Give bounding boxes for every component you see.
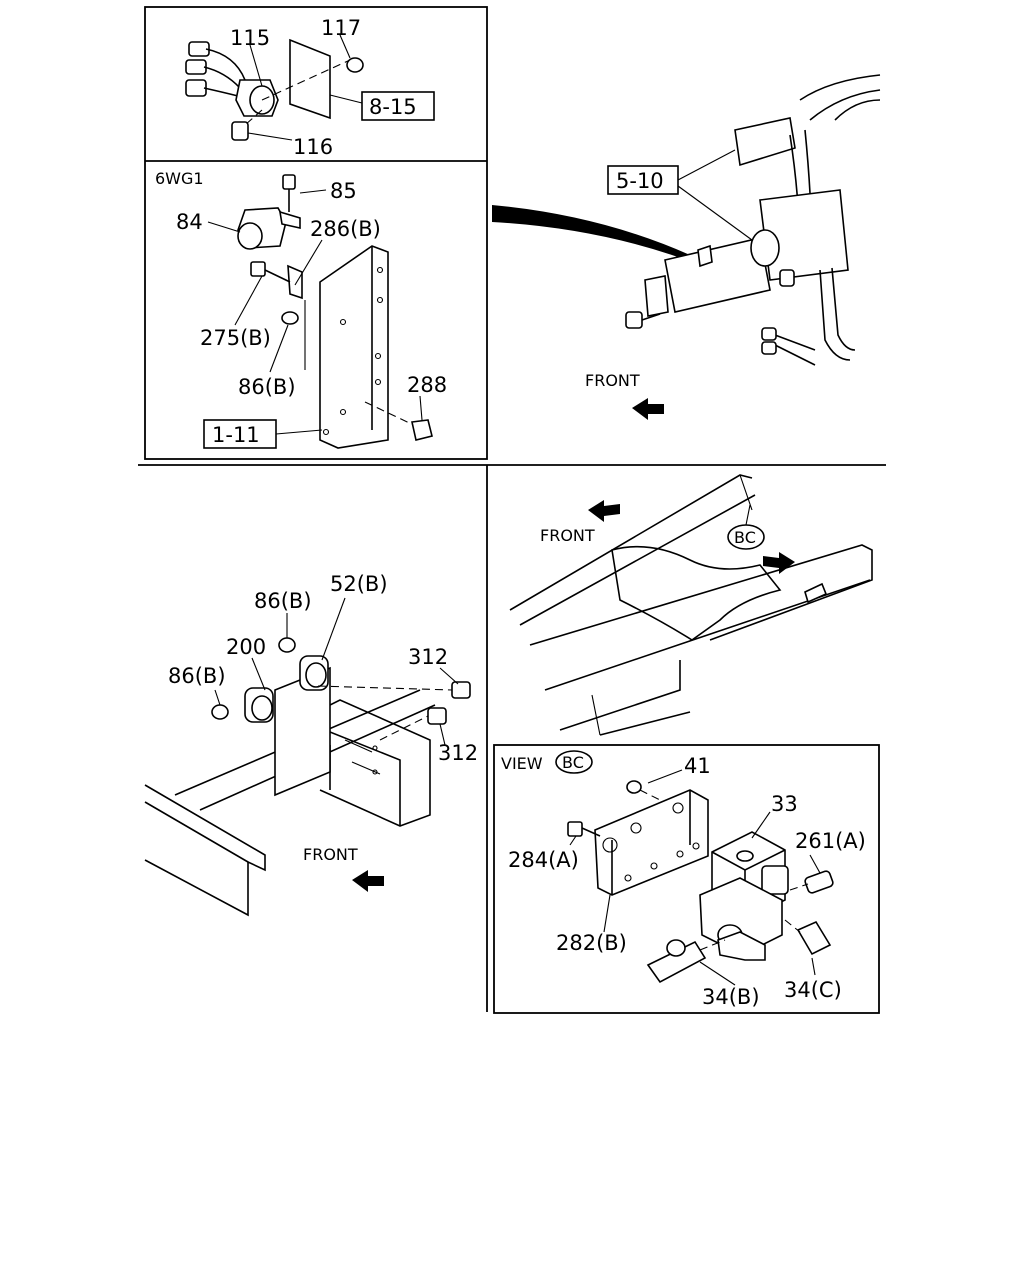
view-bc-drawing — [567, 769, 834, 986]
callout-312-lower: 312 — [438, 741, 478, 765]
callout-286b: 286(B) — [310, 217, 381, 241]
bottom-right-drawing — [509, 474, 873, 736]
panel-a-drawing — [185, 34, 364, 141]
callout-86b-top: 86(B) — [238, 375, 296, 399]
panel-b-drawing — [207, 174, 433, 449]
bottom-left-drawing — [144, 597, 471, 917]
view-marker-circle — [727, 524, 765, 550]
callout-34b: 34(B) — [702, 985, 760, 1009]
callout-288: 288 — [407, 373, 447, 397]
ref-box-1-11-label: 1-11 — [212, 423, 260, 447]
front-arrow-top-right — [632, 398, 664, 420]
front-label-top-right: FRONT — [585, 371, 640, 390]
callout-275b: 275(B) — [200, 326, 271, 350]
callout-116: 116 — [293, 135, 333, 159]
callout-85: 85 — [330, 179, 357, 203]
ref-box-8-15 — [361, 91, 435, 121]
ref-box-5-10 — [607, 165, 679, 195]
front-arrow-bottom-right — [588, 500, 620, 522]
view-bc-marker-circle — [555, 750, 593, 774]
top-right-drawing — [492, 74, 881, 420]
variant-label: 6WG1 — [155, 169, 204, 188]
callout-34c: 34(C) — [784, 978, 842, 1002]
callout-284a: 284(A) — [508, 848, 579, 872]
ref-box-8-15-label: 8-15 — [369, 95, 417, 119]
callout-52b: 52(B) — [330, 572, 388, 596]
callout-115: 115 — [230, 26, 270, 50]
callout-84: 84 — [176, 210, 203, 234]
callout-261a: 261(A) — [795, 829, 866, 853]
view-bc-marker-label: BC — [562, 753, 584, 772]
ref-box-1-11 — [203, 419, 277, 449]
callout-282b: 282(B) — [556, 931, 627, 955]
callout-312-upper: 312 — [408, 645, 448, 669]
view-marker-label: BC — [734, 528, 756, 547]
callout-33: 33 — [771, 792, 798, 816]
view-word: VIEW — [501, 754, 543, 773]
callout-86b-upper: 86(B) — [254, 589, 312, 613]
front-label-bottom-right: FRONT — [540, 526, 595, 545]
view-bc-frame — [493, 744, 880, 1014]
callout-117: 117 — [321, 16, 361, 40]
callout-86b-lower: 86(B) — [168, 664, 226, 688]
ref-box-5-10-label: 5-10 — [616, 169, 664, 193]
front-label-bottom-left: FRONT — [303, 845, 358, 864]
view-arrow-bc — [763, 552, 795, 574]
top-left-frame — [144, 6, 488, 460]
callout-200: 200 — [226, 635, 266, 659]
callout-41: 41 — [684, 754, 711, 778]
front-arrow-bottom-left — [352, 870, 384, 892]
